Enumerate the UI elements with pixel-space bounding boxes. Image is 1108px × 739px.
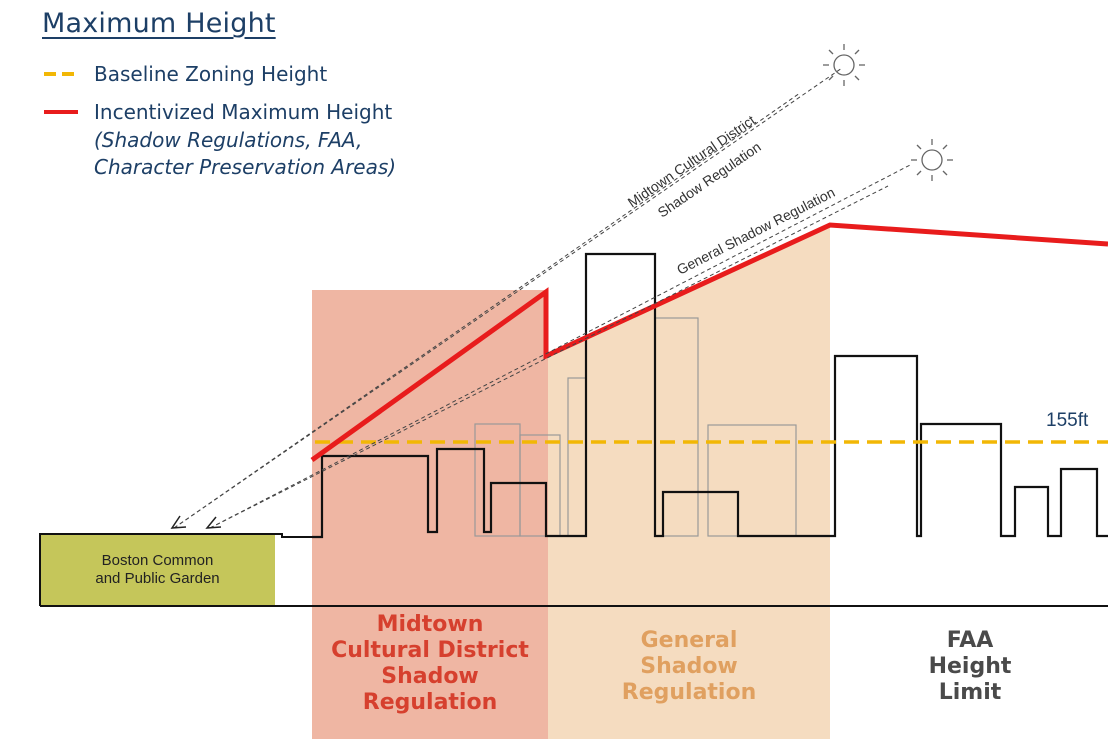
legend-note-line2: Character Preservation Areas) [94,155,397,179]
park-label-line1: Boston Common [101,552,214,569]
zone-label-faa: FAA Height Limit [880,628,1060,706]
park-block [40,534,275,606]
zone-midtown-line2: Cultural District [331,638,529,663]
legend-incentivized-label: Incentivized Maximum Height [94,100,393,124]
zone-label-midtown: Midtown Cultural District Shadow Regulat… [312,612,548,716]
park-label-line2: and Public Garden [95,570,220,587]
park-label: Boston Common and Public Garden [40,552,275,588]
zone-faa-line1: FAA [946,628,994,653]
zone-label-general: General Shadow Regulation [548,628,830,706]
page-title: Maximum Height [42,8,276,39]
incentivized-height-line [310,222,1108,463]
sun-icon [911,139,953,181]
general-zone [548,225,830,739]
skyline-outline [312,252,1108,539]
zone-faa-line3: Limit [938,680,1002,705]
sun-icon [823,44,865,86]
zone-midtown-line1: Midtown [376,612,484,637]
legend-baseline: Baseline Zoning Height [44,62,327,86]
midtown-zone [312,290,548,739]
shadow-rays [173,67,913,529]
ray-arrows [170,515,222,529]
zone-general-line2: Shadow [640,654,738,679]
zone-general-line1: General [640,628,738,653]
zone-faa-line2: Height [928,654,1012,679]
park-outline [39,533,312,606]
legend-incentivized: Incentivized Maximum Height [44,100,392,124]
legend-note-line1: (Shadow Regulations, FAA, [94,128,363,152]
zone-general-line3: Regulation [621,680,757,705]
incentivized-swatch [44,110,78,114]
zone-midtown-line3: Shadow [381,664,479,689]
legend-baseline-label: Baseline Zoning Height [94,62,328,86]
zone-midtown-line4: Regulation [362,690,498,715]
baseline-swatch [44,72,78,76]
height-marker-label: 155ft [1046,410,1089,431]
